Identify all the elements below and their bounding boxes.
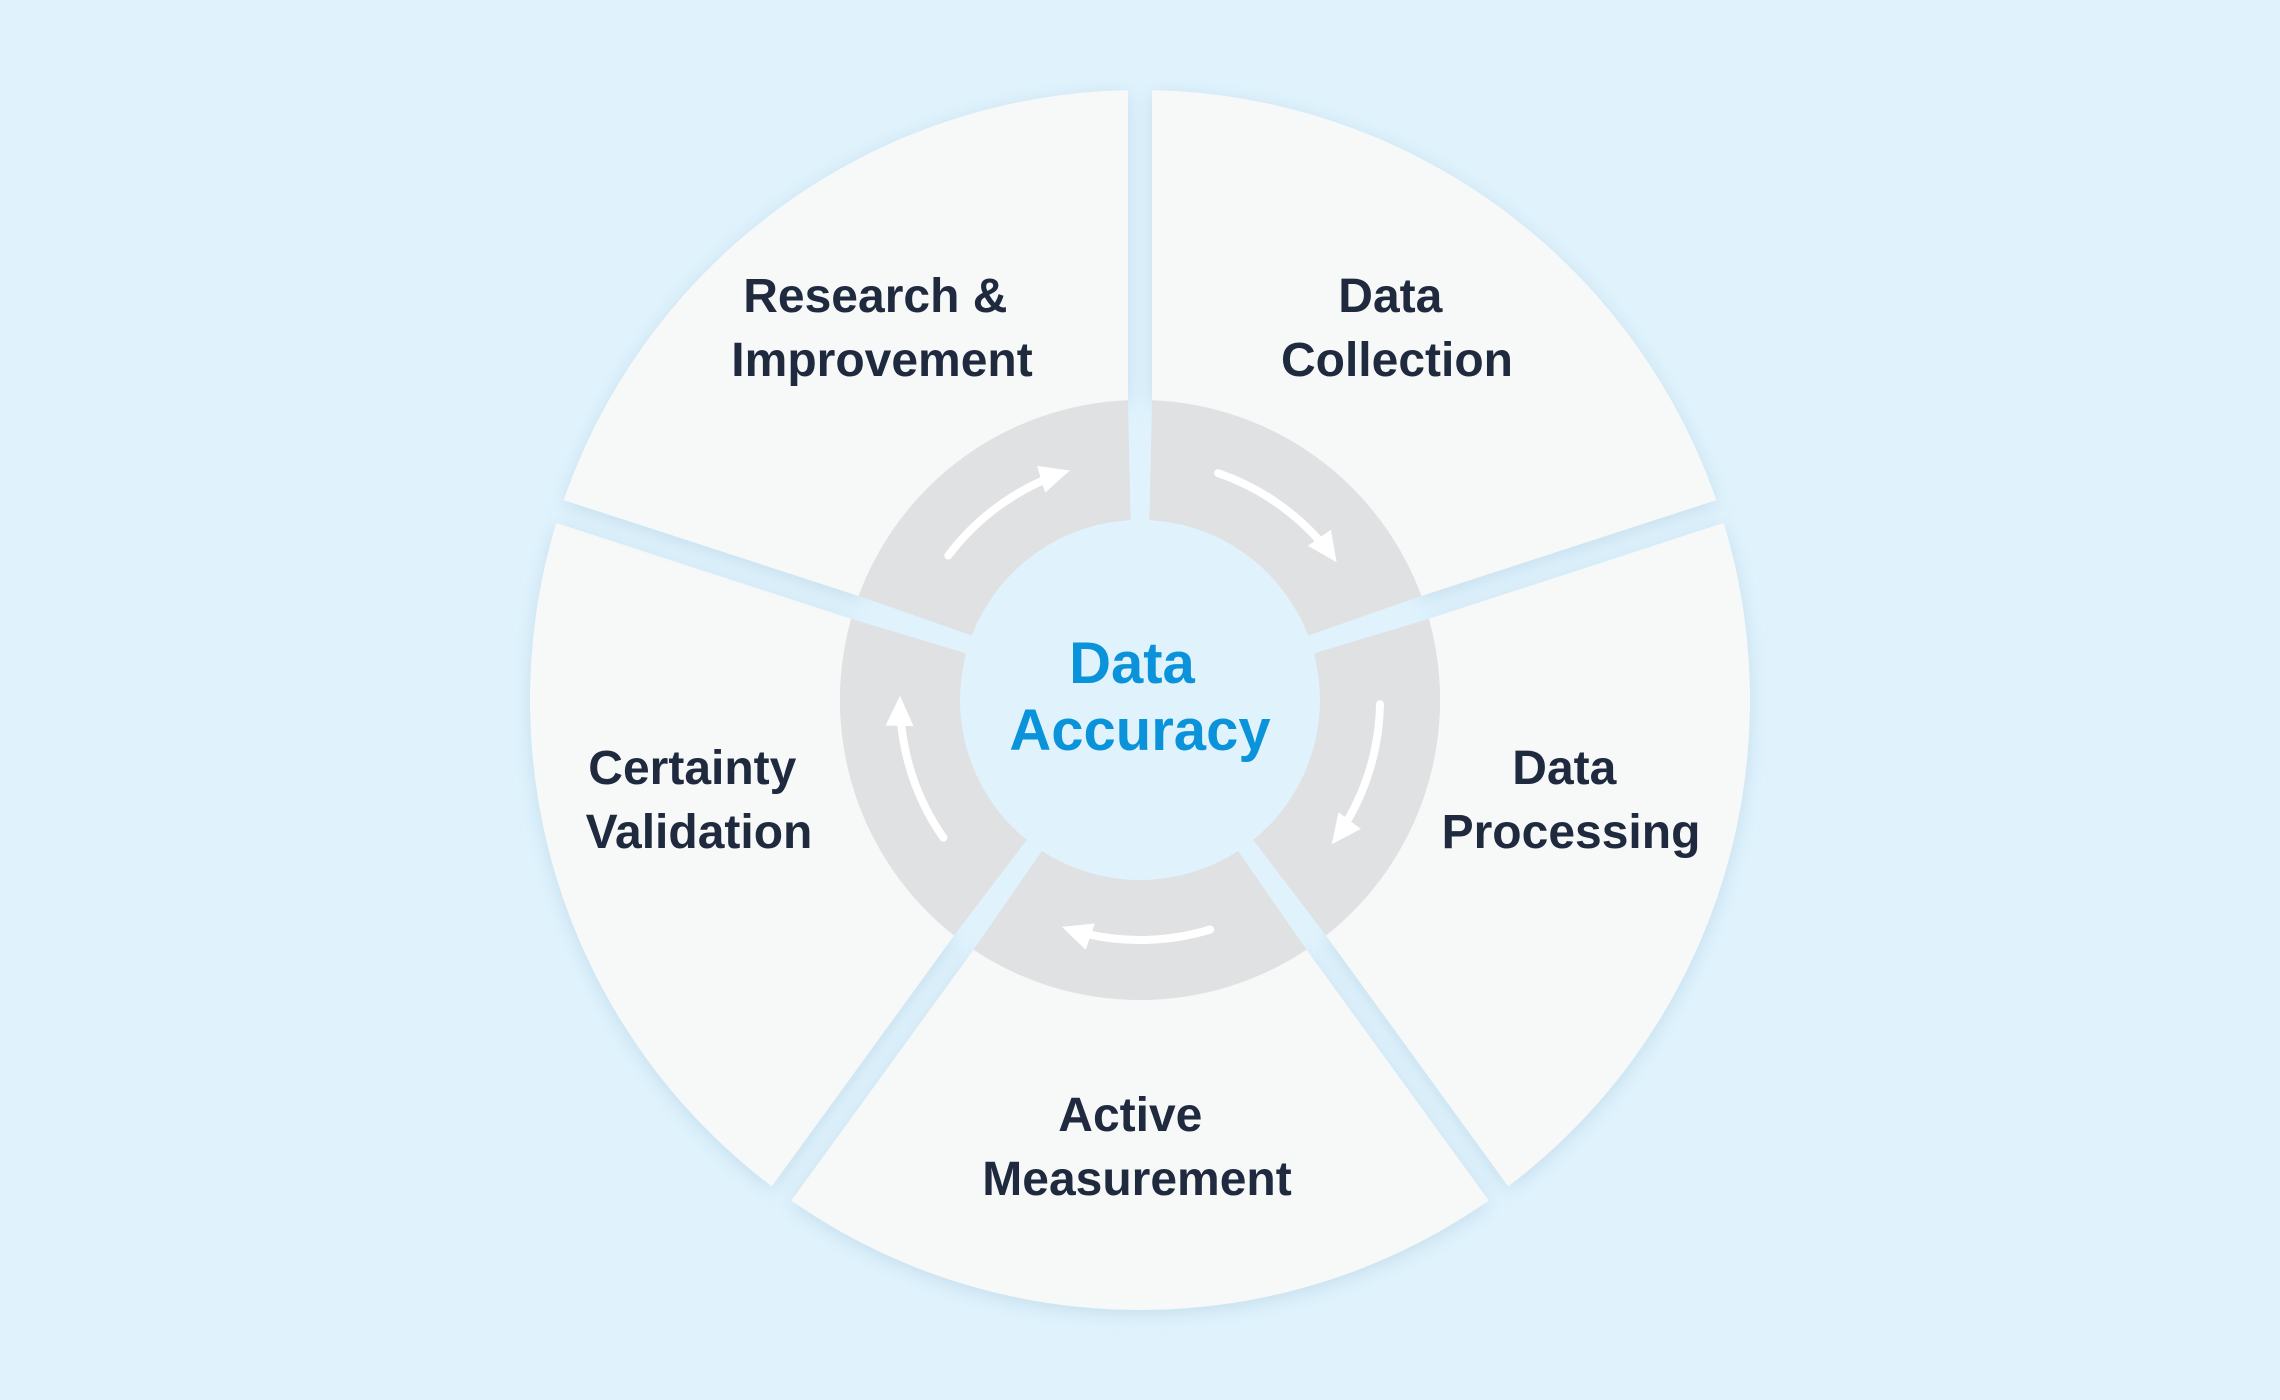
step-label-research-improvement: Research & Improvement [731, 270, 1032, 387]
arrow-head-icon [1307, 529, 1337, 563]
cycle-arrow-data-processing [1341, 700, 1384, 828]
arrow-head-icon [1061, 923, 1095, 950]
inner-band-active-measurement [973, 850, 1307, 1001]
cycle-arrow-data-collection [1214, 469, 1326, 547]
inner-band-data-collection [1149, 400, 1422, 636]
cycle-arrow-certainty-validation [896, 716, 948, 842]
arrow-head-icon [1037, 465, 1070, 493]
cycle-arrow-active-measurement [1082, 925, 1215, 944]
segment-active-measurement [791, 949, 1489, 1311]
arrow-head-icon [1331, 812, 1361, 845]
arrow-head-icon [885, 695, 914, 727]
step-label-data-collection: Data Collection [1281, 270, 1513, 387]
segment-data-collection [1152, 90, 1717, 596]
cycle-segments [530, 90, 1750, 1311]
center-label: Data Accuracy [1009, 631, 1270, 763]
cycle-arrow-research-improvement [944, 475, 1051, 560]
segment-certainty-validation [530, 522, 955, 1187]
inner-bands [839, 400, 1441, 1001]
segment-research-improvement [563, 90, 1128, 596]
segment-data-processing [1325, 522, 1750, 1187]
inner-band-data-processing [1253, 618, 1441, 936]
step-label-certainty-validation: Certainty Validation [586, 742, 813, 859]
step-label-active-measurement: Active Measurement [982, 1089, 1291, 1206]
inner-band-research-improvement [858, 400, 1131, 636]
inner-band-certainty-validation [839, 618, 1027, 936]
step-label-data-processing: Data Processing [1442, 742, 1701, 859]
cycle-arrows [885, 465, 1384, 950]
